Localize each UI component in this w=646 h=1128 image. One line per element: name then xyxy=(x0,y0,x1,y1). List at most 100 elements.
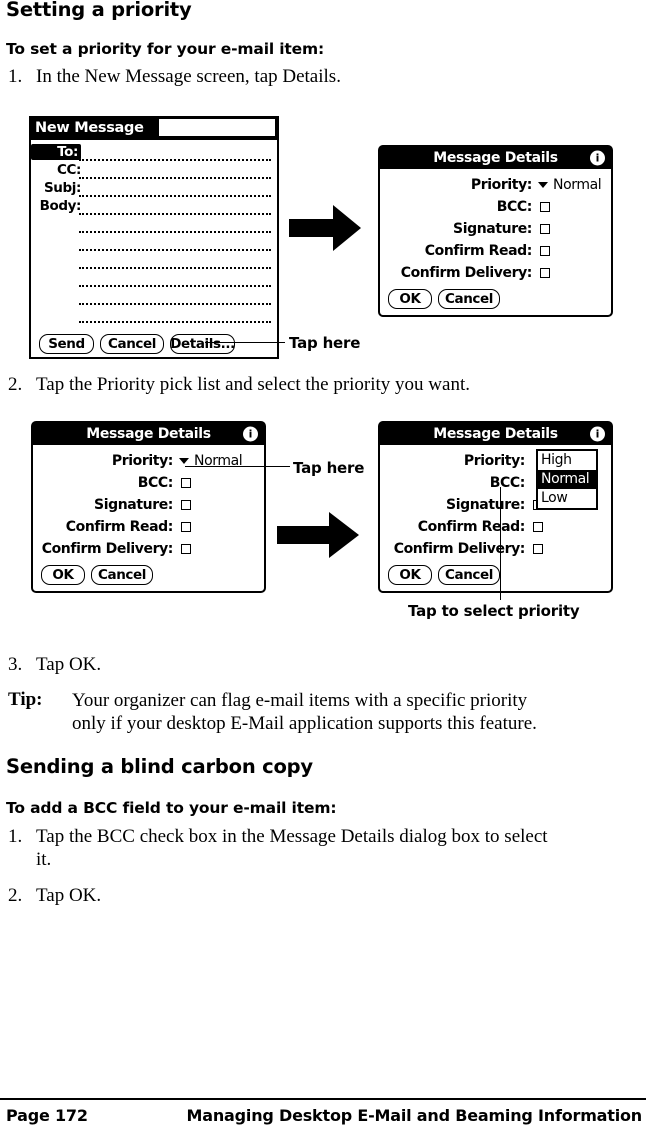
chevron-down-icon-2[interactable] xyxy=(179,458,189,464)
new-message-titlebar: New Message xyxy=(31,118,277,140)
message-details-title-3: Message Details xyxy=(433,426,558,442)
confirm-delivery-label-2: Confirm Delivery: xyxy=(41,541,174,557)
confirm-delivery-checkbox-2[interactable] xyxy=(181,544,191,554)
signature-label-1: Signature: xyxy=(453,221,532,237)
signature-checkbox-1[interactable] xyxy=(540,224,550,234)
priority-label-3: Priority: xyxy=(463,453,526,469)
cancel-button-3[interactable]: Cancel xyxy=(438,565,500,585)
confirm-read-checkbox-1[interactable] xyxy=(540,246,550,256)
bcc-label-2: BCC: xyxy=(137,475,174,491)
picklist-option-high[interactable]: High xyxy=(538,451,596,470)
priority-value-2[interactable]: Normal xyxy=(194,453,243,469)
step-1-number: 1. xyxy=(8,66,23,87)
ok-button-3[interactable]: OK xyxy=(388,565,432,585)
field-row-to[interactable]: To: xyxy=(31,144,121,160)
entry-line-cc[interactable] xyxy=(79,177,271,179)
confirm-read-label-1: Confirm Read: xyxy=(424,243,533,259)
entry-line-body-5[interactable] xyxy=(79,285,271,287)
send-button[interactable]: Send xyxy=(39,334,94,354)
tip-label: Tip: xyxy=(8,689,43,710)
confirm-read-checkbox-2[interactable] xyxy=(181,522,191,532)
bcc-step-2-number: 2. xyxy=(8,885,23,906)
leader-line-priority-horizontal xyxy=(185,466,290,467)
leader-line-details-horizontal xyxy=(205,342,285,343)
details-button[interactable]: Details... xyxy=(170,334,235,354)
info-icon-3[interactable]: i xyxy=(590,426,605,442)
picklist-option-normal[interactable]: Normal xyxy=(538,470,596,489)
callout-tap-here-1: Tap here xyxy=(289,334,361,352)
field-label-to: To: xyxy=(31,144,81,160)
signature-row-2[interactable]: Signature: xyxy=(33,497,264,513)
priority-row-2[interactable]: Priority: Normal xyxy=(33,453,264,469)
message-details-titlebar-3: Message Details i xyxy=(380,423,611,445)
priority-picklist-popup[interactable]: High Normal Low xyxy=(536,449,598,510)
confirm-delivery-row-1[interactable]: Confirm Delivery: xyxy=(380,265,611,281)
entry-line-body-7[interactable] xyxy=(79,321,271,323)
info-icon-2[interactable]: i xyxy=(243,426,258,442)
signature-row-1[interactable]: Signature: xyxy=(380,221,611,237)
entry-line-body-4[interactable] xyxy=(79,267,271,269)
bcc-row-3[interactable]: BCC: xyxy=(380,475,611,491)
field-row-cc[interactable]: CC: xyxy=(31,162,121,178)
footer-section-title: Managing Desktop E-Mail and Beaming Info… xyxy=(186,1106,643,1125)
entry-line-to[interactable] xyxy=(79,159,271,161)
signature-label-2: Signature: xyxy=(94,497,173,513)
bcc-row-1[interactable]: BCC: xyxy=(380,199,611,215)
priority-value-1[interactable]: Normal xyxy=(553,177,602,193)
priority-row-1[interactable]: Priority: Normal xyxy=(380,177,611,193)
section-heading-bcc: Sending a blind carbon copy xyxy=(6,755,313,778)
message-details-title-2: Message Details xyxy=(86,426,211,442)
step-2-text: Tap the Priority pick list and select th… xyxy=(36,374,470,395)
ok-button-1[interactable]: OK xyxy=(388,289,432,309)
message-details-titlebar-2: Message Details i xyxy=(33,423,264,445)
field-row-body[interactable]: Body: xyxy=(31,198,121,214)
chevron-down-icon-1[interactable] xyxy=(538,182,548,188)
signature-checkbox-2[interactable] xyxy=(181,500,191,510)
field-label-body: Body: xyxy=(39,198,82,214)
confirm-delivery-label-1: Confirm Delivery: xyxy=(400,265,533,281)
info-icon-1[interactable]: i xyxy=(590,150,605,166)
confirm-read-checkbox-3[interactable] xyxy=(533,522,543,532)
bcc-checkbox-2[interactable] xyxy=(181,478,191,488)
bcc-row-2[interactable]: BCC: xyxy=(33,475,264,491)
priority-label-2: Priority: xyxy=(111,453,174,469)
flow-arrow-2 xyxy=(277,512,359,558)
cancel-button-1[interactable]: Cancel xyxy=(438,289,500,309)
confirm-delivery-row-3[interactable]: Confirm Delivery: xyxy=(380,541,611,557)
page-title: Setting a priority xyxy=(6,0,192,21)
confirm-read-label-2: Confirm Read: xyxy=(65,519,174,535)
entry-line-subj[interactable] xyxy=(79,195,271,197)
subheading-add-bcc: To add a BCC field to your e-mail item: xyxy=(6,799,337,817)
confirm-read-row-1[interactable]: Confirm Read: xyxy=(380,243,611,259)
figure-message-details-1: Message Details i Priority: Normal BCC: … xyxy=(378,145,613,317)
callout-tap-here-2: Tap here xyxy=(293,459,365,477)
ok-button-2[interactable]: OK xyxy=(41,565,85,585)
priority-row-3[interactable]: Priority: xyxy=(380,453,611,469)
field-label-subj: Subj: xyxy=(43,180,81,196)
tip-text-line-1: Your organizer can flag e-mail items wit… xyxy=(72,690,528,711)
step-3-number: 3. xyxy=(8,654,23,675)
picklist-option-low[interactable]: Low xyxy=(538,489,596,508)
cancel-button-2[interactable]: Cancel xyxy=(91,565,153,585)
cancel-button[interactable]: Cancel xyxy=(100,334,164,354)
entry-line-body-1[interactable] xyxy=(79,213,271,215)
bcc-step-1-line-2: it. xyxy=(36,849,52,870)
priority-label-1: Priority: xyxy=(470,177,533,193)
tip-text-line-2: only if your desktop E-Mail application … xyxy=(72,713,537,734)
entry-line-body-2[interactable] xyxy=(79,231,271,233)
confirm-delivery-checkbox-1[interactable] xyxy=(540,268,550,278)
bcc-step-2-text: Tap OK. xyxy=(36,885,102,906)
confirm-read-row-3[interactable]: Confirm Read: xyxy=(380,519,611,535)
field-row-subj[interactable]: Subj: xyxy=(31,180,121,196)
step-3-text: Tap OK. xyxy=(36,654,102,675)
bcc-step-1-number: 1. xyxy=(8,826,23,847)
figure-message-details-3: Message Details i Priority: BCC: Signatu… xyxy=(378,421,613,593)
entry-line-body-6[interactable] xyxy=(79,303,271,305)
bcc-checkbox-1[interactable] xyxy=(540,202,550,212)
confirm-delivery-label-3: Confirm Delivery: xyxy=(393,541,526,557)
confirm-read-row-2[interactable]: Confirm Read: xyxy=(33,519,264,535)
subheading-set-priority: To set a priority for your e-mail item: xyxy=(6,40,325,58)
confirm-delivery-row-2[interactable]: Confirm Delivery: xyxy=(33,541,264,557)
entry-line-body-3[interactable] xyxy=(79,249,271,251)
confirm-delivery-checkbox-3[interactable] xyxy=(533,544,543,554)
